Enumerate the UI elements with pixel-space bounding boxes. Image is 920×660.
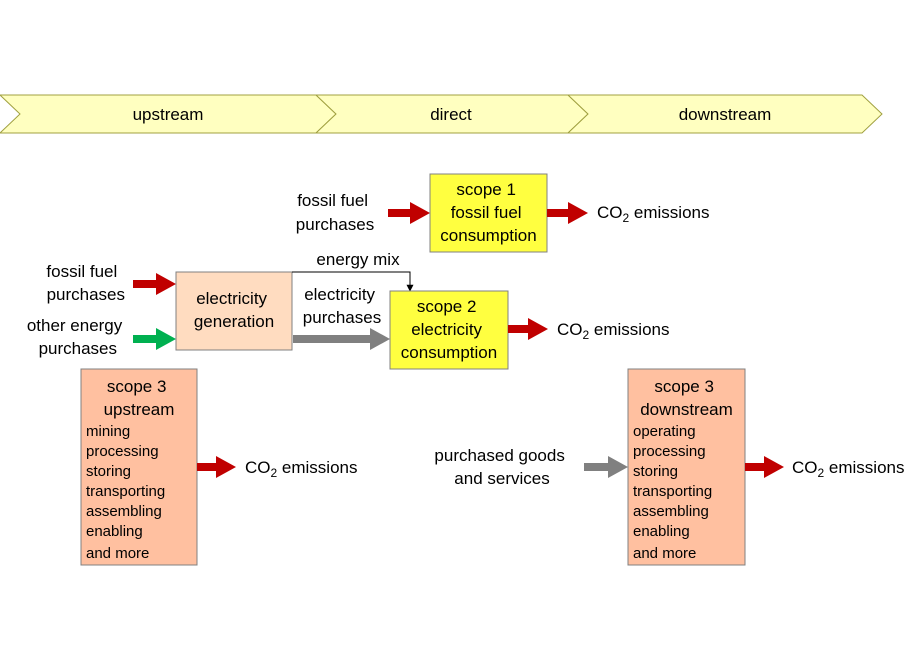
scope2-box-title: scope 2 electricity consumption xyxy=(401,297,497,362)
scope3-upstream-co2-emissions: CO2 emissions xyxy=(245,458,358,480)
scope2-co2-emissions: CO2 emissions xyxy=(557,320,670,342)
scope3-downstream-title: scope 3 downstream xyxy=(640,377,733,419)
scope1-co2-emissions: CO2 emissions xyxy=(597,203,710,225)
phase-label-direct: direct xyxy=(430,105,472,124)
scope3-upstream-items: mining processing storing transporting a… xyxy=(86,423,169,562)
scope1-input-label: fossil fuel purchases xyxy=(296,191,374,234)
scope1-output-arrow xyxy=(547,202,588,224)
scope1-group: fossil fuel purchases scope 1 fossil fue… xyxy=(296,173,710,253)
generation-input1-label: fossil fuel purchases xyxy=(46,262,125,304)
purchased-goods-label: purchased goods and services xyxy=(434,446,569,488)
scope3-upstream-group: scope 3 upstream mining processing stori… xyxy=(80,368,358,566)
scope3-downstream-output-arrow xyxy=(745,456,784,478)
energy-mix-connector xyxy=(292,271,414,292)
electricity-generation-title: electricity generation xyxy=(194,289,274,331)
electricity-purchases-arrow xyxy=(293,328,390,350)
scope1-box-title: scope 1 fossil fuel consumption xyxy=(440,180,536,245)
scope1-box xyxy=(429,173,548,253)
electricity-generation-box xyxy=(175,271,293,351)
phase-label-downstream: downstream xyxy=(679,105,772,124)
electricity-purchases-label: electricity purchases xyxy=(303,285,381,327)
scope2-output-arrow xyxy=(508,318,548,340)
scope3-upstream-output-arrow xyxy=(197,456,236,478)
scope2-box xyxy=(389,290,509,370)
phase-label-upstream: upstream xyxy=(133,105,204,124)
generation-input2-arrow xyxy=(133,328,176,350)
scope3-upstream-title: scope 3 upstream xyxy=(104,377,175,419)
scope3-downstream-box xyxy=(627,368,746,566)
generation-input2-label: other energy purchases xyxy=(27,316,127,358)
scope3-downstream-items: operating processing storing transportin… xyxy=(633,423,716,562)
electricity-generation-group: fossil fuel purchases other energy purch… xyxy=(27,250,414,358)
scope2-group: scope 2 electricity consumption CO2 emis… xyxy=(389,290,670,370)
phase-banner: upstream direct downstream xyxy=(0,94,883,134)
scope3-downstream-co2-emissions: CO2 emissions xyxy=(792,458,905,480)
scope3-upstream-box xyxy=(80,368,198,566)
energy-mix-label: energy mix xyxy=(316,250,400,269)
purchased-goods-arrow xyxy=(584,456,628,478)
phase-chevron-downstream xyxy=(566,94,883,134)
scope3-downstream-group: purchased goods and services scope 3 dow… xyxy=(434,368,905,566)
scope1-input-arrow xyxy=(388,202,430,224)
generation-input1-arrow xyxy=(133,273,176,295)
